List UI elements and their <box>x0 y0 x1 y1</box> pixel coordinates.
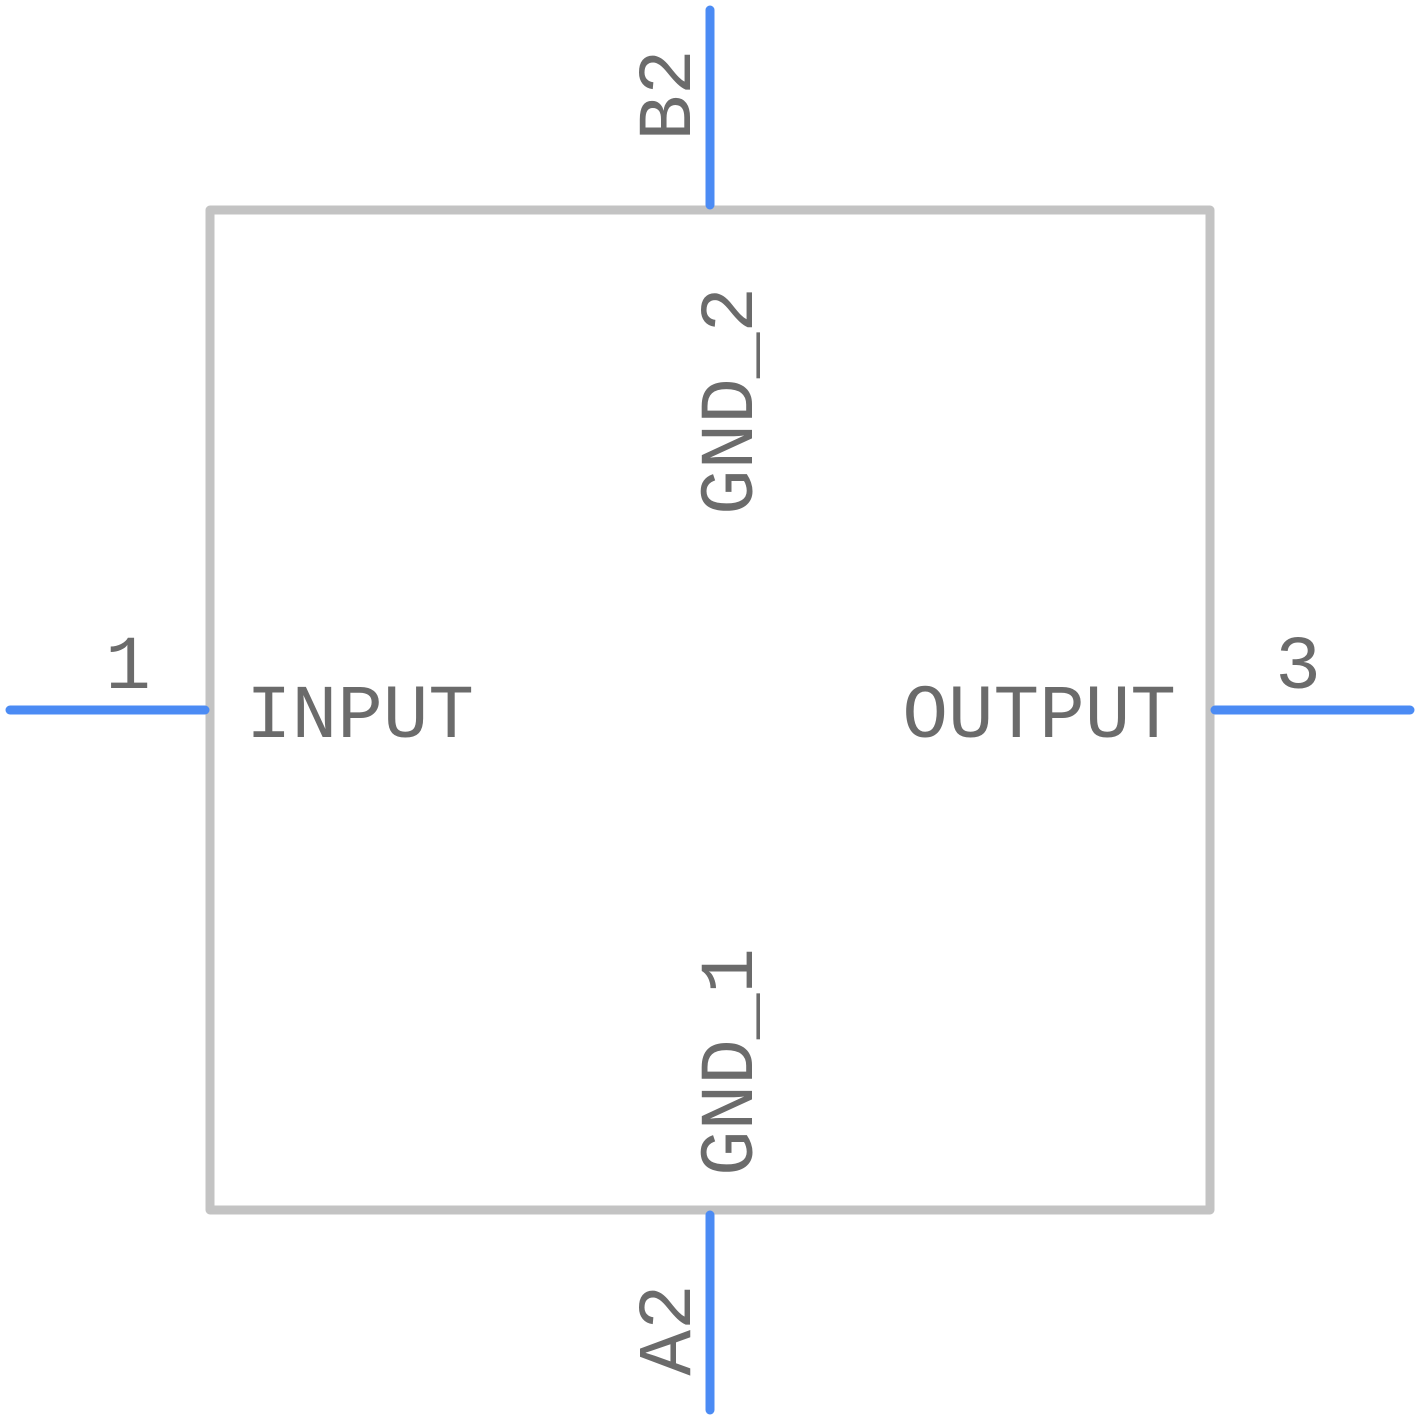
pin-number-a2: A2 <box>627 1284 713 1375</box>
component-body <box>205 205 1215 1215</box>
pin-name-input: INPUT <box>246 674 474 760</box>
pin-name-gnd-1: GND_1 <box>689 948 775 1176</box>
pin-name-output: OUTPUT <box>902 674 1176 760</box>
pin-number-1: 1 <box>105 625 151 711</box>
pin-number-3: 3 <box>1275 625 1321 711</box>
pin-number-b2: B2 <box>627 49 713 140</box>
pin-name-gnd-2: GND_2 <box>689 287 775 515</box>
